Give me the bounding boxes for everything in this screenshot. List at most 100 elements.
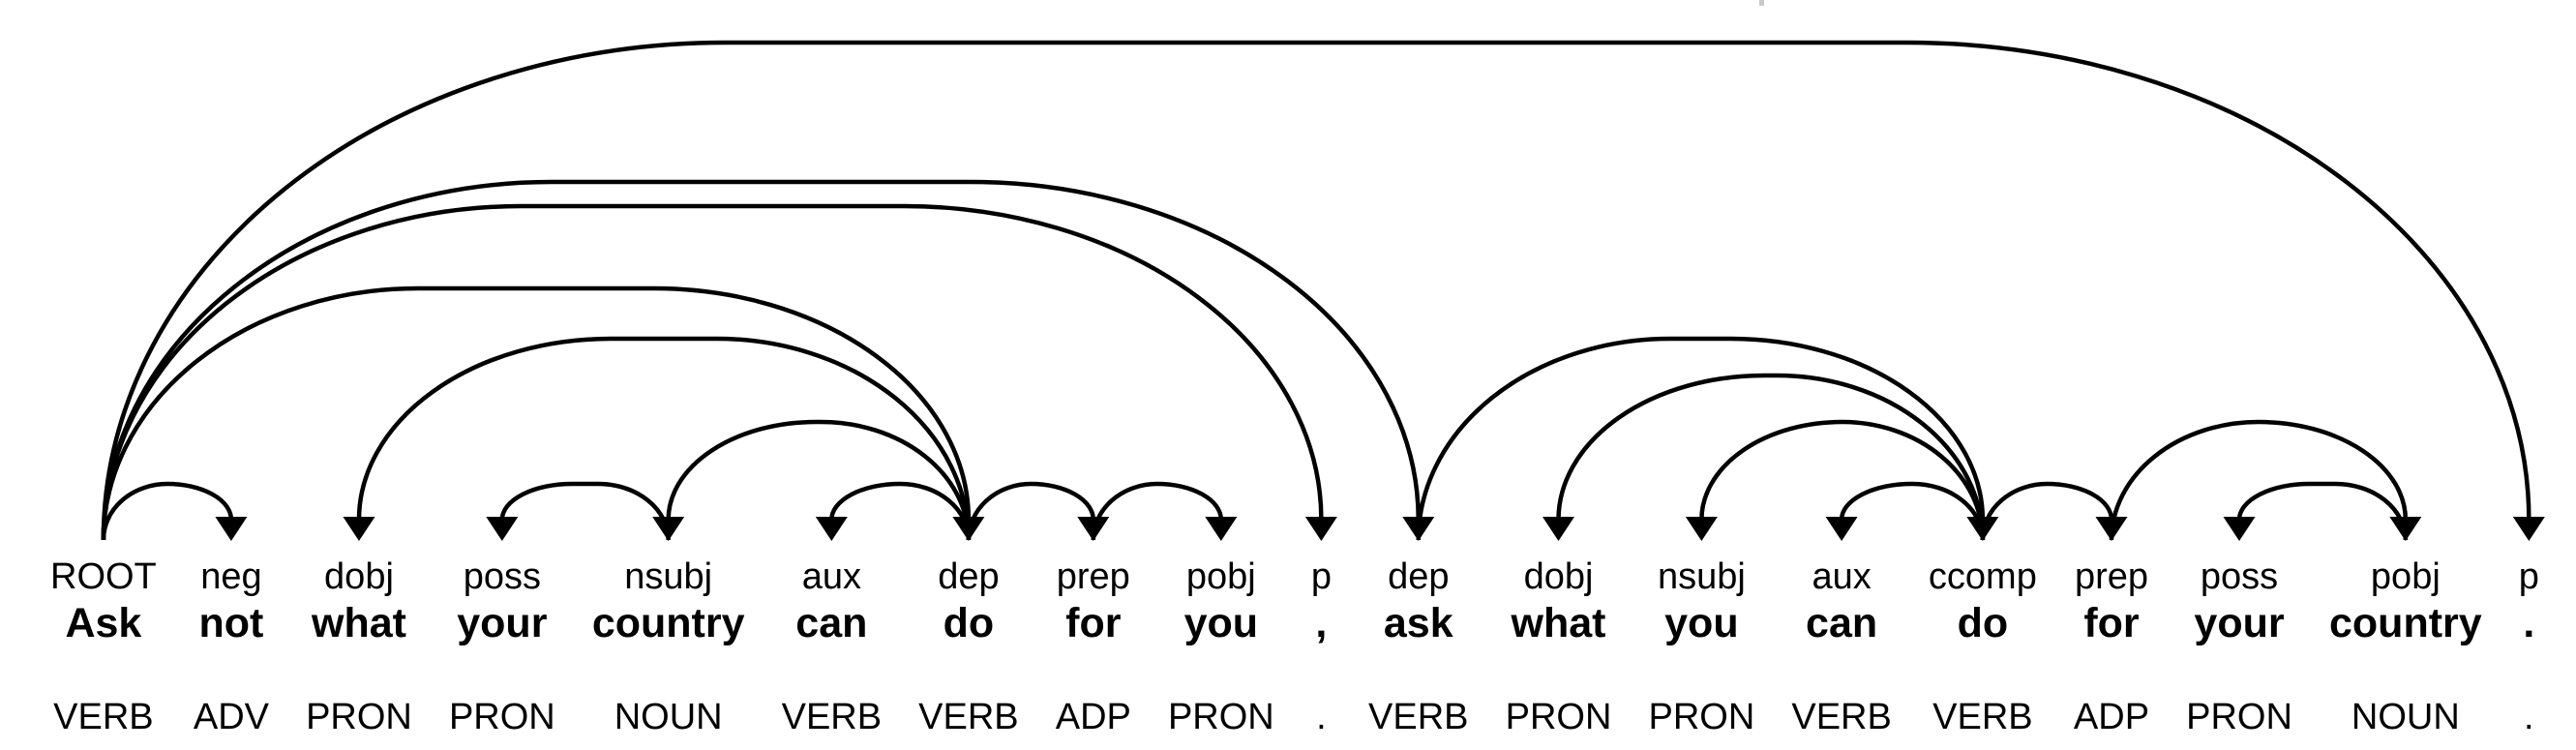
pos-tag: VERB [53,697,154,737]
token-9: p , . [1311,555,1332,738]
word-text: . [2523,600,2535,646]
word-text: can [1806,600,1878,646]
word-text: , [1315,600,1328,646]
dep-label: poss [463,556,541,597]
token-18: p . . [2519,555,2539,738]
pos-tag: PRON [1648,697,1755,737]
pos-tag: VERB [918,697,1019,737]
pos-tag: VERB [1791,697,1892,737]
arrowhead-pobj-8 [1205,517,1238,541]
pos-tag: . [2524,697,2534,737]
word-text: Ask [65,600,142,646]
arc-pobj-15-17 [2109,419,2409,541]
arrowhead-pobj-17 [2389,517,2422,541]
dep-label: pobj [1185,556,1256,597]
arc-p-0-9 [101,203,1324,541]
dep-label: dobj [1523,556,1594,597]
dep-label: p [2518,556,2539,597]
word-text: ask [1383,600,1453,646]
word-text: country [2329,600,2482,646]
token-14: ccomp do VERB [1929,555,2037,738]
arrowhead-poss-3 [486,517,519,541]
pos-tag: PRON [1505,697,1612,737]
token-3: poss your PRON [449,555,555,738]
arrowhead-dobj-11 [1542,517,1574,541]
token-4: nsubj country NOUN [592,555,745,738]
word-text: you [1664,600,1739,646]
dep-label: prep [1056,556,1130,597]
arc-neg-0-1 [101,481,234,541]
token-11: dobj what PRON [1506,555,1612,738]
word-text: country [591,600,745,646]
pos-tag: NOUN [2351,697,2460,737]
pos-tag: PRON [2186,697,2292,737]
arrowhead-aux-5 [815,517,848,541]
arc-ccomp-10-14 [1416,336,1986,541]
dep-label: aux [1812,556,1872,597]
word-text: for [2083,600,2140,646]
token-5: aux can VERB [782,555,882,738]
arc-prep-6-7 [966,481,1096,541]
arc-dobj-6-2 [356,336,972,541]
word-text: can [795,600,868,646]
dep-label: dobj [324,556,394,597]
arc-dep-0-6 [101,285,972,541]
dep-label: neg [200,556,262,597]
arrowhead-p-9 [1304,517,1337,541]
caret-artifact [1759,0,1764,6]
pos-tag: VERB [781,697,883,737]
arrowhead-aux-13 [1825,517,1858,541]
arc-aux-14-13 [1839,481,1986,541]
word-text: what [1511,600,1606,646]
token-0: ROOT Ask VERB [50,555,157,738]
pos-tag: PRON [448,697,555,737]
token-6: dep do VERB [918,555,1018,738]
token-7: prep for ADP [1056,555,1131,738]
arrowhead-p-18 [2512,517,2545,541]
word-text: your [2194,600,2285,646]
pos-tag: PRON [1167,697,1274,737]
dep-label: dep [1388,556,1450,597]
token-13: aux can VERB [1791,555,1891,738]
dep-label: ROOT [50,556,157,597]
token-10: dep ask VERB [1368,555,1468,738]
arc-nsubj-14-12 [1699,419,1986,541]
token-17: pobj country NOUN [2329,555,2482,738]
arrowhead-nsubj-4 [652,517,685,541]
dep-label: dep [938,556,1000,597]
pos-tag: . [1316,697,1327,737]
arc-dobj-14-11 [1556,373,1986,541]
dep-label: prep [2074,556,2148,597]
arrowhead-dobj-2 [343,517,375,541]
word-text: not [198,600,264,646]
dep-label: aux [801,556,861,597]
token-16: poss your PRON [2186,555,2292,738]
arrowhead-poss-16 [2223,517,2256,541]
dep-label: ccomp [1928,556,2037,597]
word-text: for [1065,600,1122,646]
pos-tag: ADV [193,697,269,737]
word-text: do [1957,600,2009,646]
token-8: pobj you PRON [1168,555,1274,738]
dep-label: poss [2200,556,2279,597]
arc-poss-17-16 [2236,481,2409,541]
pos-tag: VERB [1932,697,2033,737]
dep-label: nsubj [1657,556,1746,597]
arrowhead-nsubj-12 [1685,517,1718,541]
pos-tag: ADP [2073,697,2150,737]
dep-label: p [1310,556,1332,597]
arc-p-0-18 [101,40,2531,541]
dep-label: nsubj [624,556,713,597]
arc-dep-0-10 [101,179,1422,541]
pos-tag: ADP [1055,697,1131,737]
token-12: nsubj you PRON [1648,555,1754,738]
token-15: prep for ADP [2074,555,2149,738]
word-text: you [1183,600,1259,646]
arc-aux-6-5 [829,481,972,541]
pos-tag: PRON [306,697,412,737]
pos-tag: VERB [1368,697,1469,737]
arc-nsubj-6-4 [666,419,972,541]
